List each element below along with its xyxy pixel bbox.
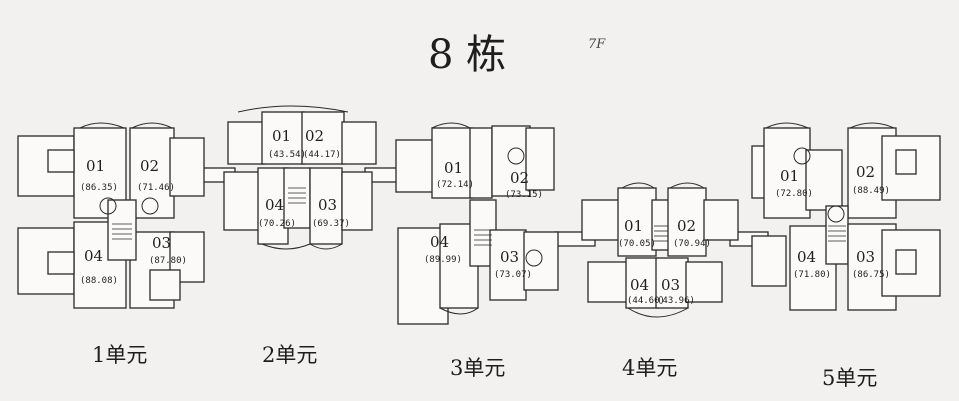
- unit-1-apt-02-no: 02: [140, 157, 159, 175]
- unit-3-apt-02-area: (73.15): [505, 190, 543, 200]
- unit-4-apt-03-area: (43.96): [657, 296, 695, 306]
- unit-1-apt-04-area: (88.08): [80, 276, 118, 286]
- unit-2-apt-03-no: 03: [318, 196, 337, 214]
- unit-4-apt-02-no: 02: [677, 217, 696, 235]
- unit-3-plan: [395, 122, 559, 325]
- unit-4-apt-01-no: 01: [624, 217, 643, 235]
- unit-3-apt-01-area: (72.14): [436, 180, 474, 190]
- unit-3-apt-04-area: (89.99): [424, 255, 462, 265]
- unit-5-apt-01-no: 01: [780, 167, 799, 185]
- unit-3-apt-02-no: 02: [510, 169, 529, 187]
- unit-4-apt-02-area: (70.94): [673, 239, 711, 249]
- unit-1-apt-03-no: 03: [152, 234, 171, 252]
- unit-1-apt-03-area: (87.80): [149, 256, 187, 266]
- unit-1-apt-01-no: 01: [86, 157, 105, 175]
- unit-2-apt-01-no: 01: [272, 127, 291, 145]
- unit-3-apt-01-no: 01: [444, 159, 463, 177]
- unit-3-apt-03-no: 03: [500, 248, 519, 266]
- unit-1-apt-04-no: 04: [84, 247, 103, 265]
- unit-5-label: 5单元: [822, 366, 877, 390]
- unit-1-plan: [17, 122, 205, 309]
- unit-2-apt-02-no: 02: [305, 127, 324, 145]
- unit-4-label: 4单元: [622, 356, 677, 380]
- unit-4-apt-04-area: (44.60): [627, 296, 665, 306]
- unit-4-plan: [581, 182, 739, 318]
- unit-2-apt-04-no: 04: [265, 196, 284, 214]
- unit-2-apt-04-area: (70.26): [258, 219, 296, 229]
- unit-3-label: 3单元: [450, 356, 505, 380]
- unit-2-plan: [223, 105, 377, 250]
- unit-2-apt-02-area: (44.17): [303, 150, 341, 160]
- unit-5-apt-02-no: 02: [856, 163, 875, 181]
- unit-5-apt-04-area: (71.80): [793, 270, 831, 280]
- unit-3-apt-03-area: (73.07): [494, 270, 532, 280]
- corner-note: 7F: [588, 37, 606, 52]
- unit-4-apt-03-no: 03: [661, 276, 680, 294]
- unit-1-apt-01-area: (86.35): [80, 183, 118, 193]
- building-title: 8 栋: [428, 32, 506, 78]
- unit-2-label: 2单元: [262, 343, 317, 367]
- unit-4-apt-04-no: 04: [630, 276, 649, 294]
- unit-1-label: 1单元: [92, 343, 147, 367]
- unit-1-apt-02-area: (71.46): [137, 183, 175, 193]
- unit-4-apt-01-area: (70.05): [618, 239, 656, 249]
- unit-2-apt-01-area: (43.54): [268, 150, 306, 160]
- unit-5-plan: [751, 122, 941, 311]
- unit-5-apt-04-no: 04: [797, 248, 816, 266]
- unit-3-apt-04-no: 04: [430, 233, 449, 251]
- unit-5-apt-01-area: (72.80): [775, 189, 813, 199]
- unit-5-apt-02-area: (88.49): [852, 186, 890, 196]
- unit-5-apt-03-no: 03: [856, 248, 875, 266]
- unit-5-apt-03-area: (86.75): [852, 270, 890, 280]
- unit-2-apt-03-area: (69.37): [312, 219, 350, 229]
